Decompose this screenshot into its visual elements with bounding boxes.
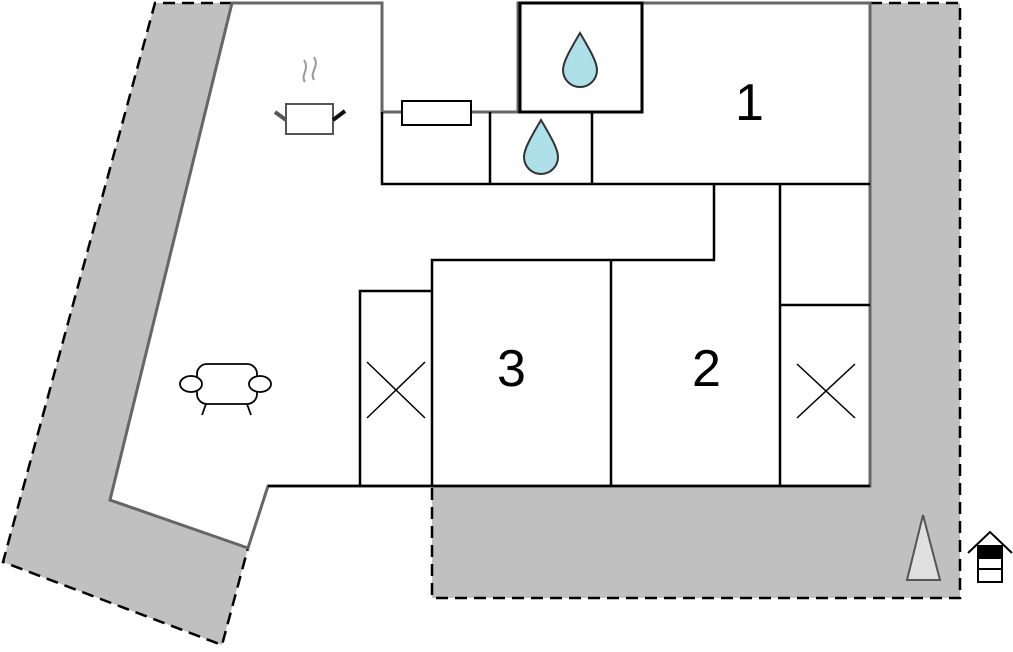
inner-walls	[268, 1, 870, 488]
building-outline	[108, 1, 872, 550]
water-drop-icon	[522, 118, 560, 175]
terrace-border-right	[430, 1, 962, 600]
terrace-left	[3, 3, 248, 645]
water-drop-icon	[561, 31, 599, 88]
room-label-1: 1	[735, 74, 764, 132]
room-label-3: 3	[497, 340, 526, 398]
sofa-icon	[179, 363, 272, 416]
terrace-right	[432, 3, 960, 598]
radiator-icon	[401, 100, 472, 126]
room-label-2: 2	[692, 340, 721, 398]
closet-x-icon	[366, 361, 856, 419]
terrace-border-left	[1, 1, 250, 647]
cooking-pot-icon	[273, 56, 347, 135]
house-floor-icon	[967, 530, 1013, 583]
north-arrow-icon	[905, 514, 942, 581]
